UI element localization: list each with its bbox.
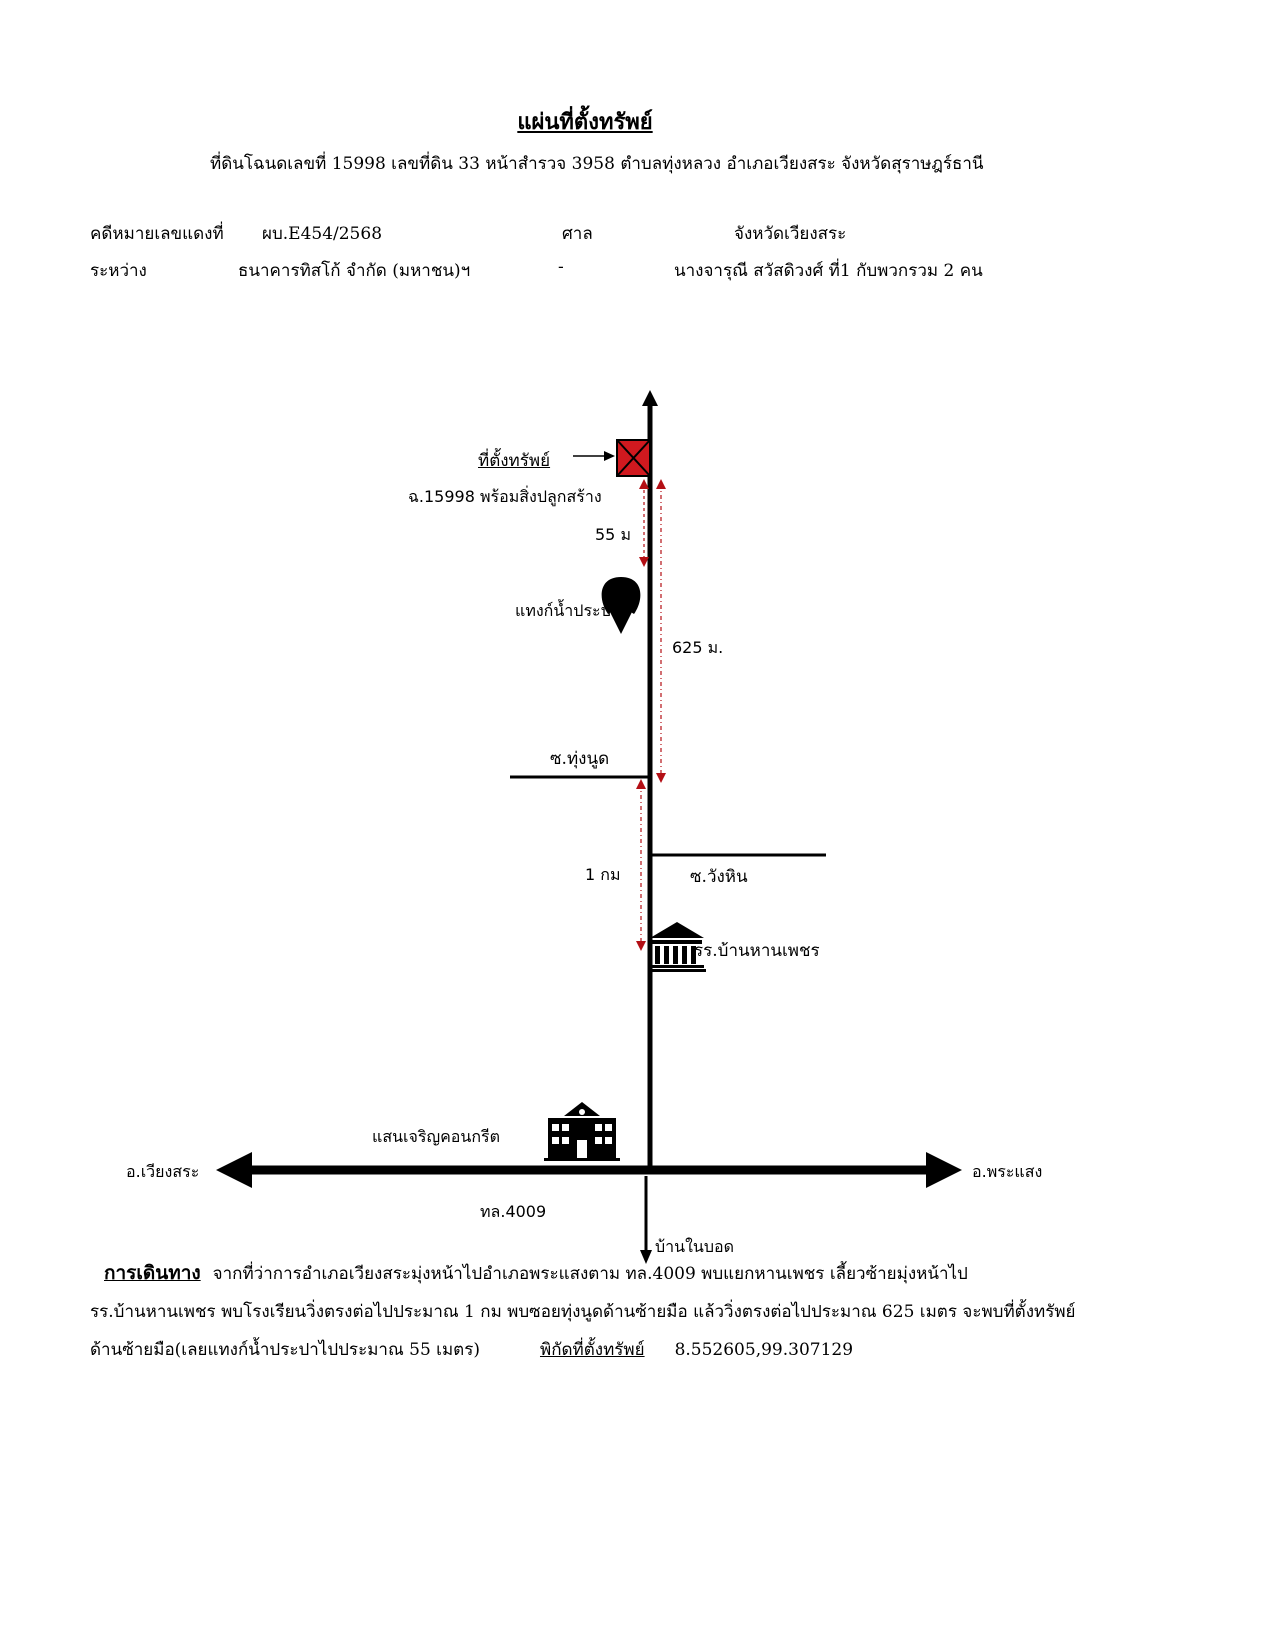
south-arrow-icon [640,1250,652,1264]
highway-label: ทล.4009 [480,1202,547,1221]
soi-thungnut-label: ซ.ทุ่งนูด [550,749,610,769]
page-subtitle: ที่ดินโฉนดเลขที่ 15998 เลขที่ดิน 33 หน้า… [210,154,984,174]
property-location-label: ที่ตั้งทรัพย์ [478,451,551,471]
court-label: ศาล [562,224,593,244]
case-number-label: คดีหมายเลขแดงที่ [90,224,224,244]
page-title: แผ่นที่ตั้งทรัพย์ [517,109,653,135]
south-destination-label: บ้านในบอด [655,1237,734,1256]
east-destination-label: อ.พระแสง [972,1162,1043,1181]
west-arrow-icon [216,1152,252,1188]
coordinate-value: 8.552605,99.307129 [674,1340,854,1360]
west-destination-label: อ.เวียงสระ [126,1162,200,1181]
east-arrow-icon [926,1152,962,1188]
directions-block: การเดินทาง จากที่ว่าการอำเภอเวียงสระมุ่งห… [90,1262,1200,1369]
distance-625m-label: 625 ม. [672,638,724,657]
soi-wanghin-label: ซ.วังหิน [690,867,748,887]
directions-text-3: ด้านซ้ายมือ(เลยแทงก์น้ำประปาไปประมาณ 55 … [90,1340,480,1360]
store-label: แสนเจริญคอนกรีต [372,1127,501,1146]
property-marker-icon [616,439,651,477]
water-tank-label: แทงก์น้ำประปา [515,601,620,620]
north-arrow-icon [642,390,658,406]
directions-line-2: รร.บ้านหานเพชร พบโรงเรียนวิ่งตรงต่อไปประ… [90,1302,1076,1322]
distance-1km-label: 1 กม [585,865,621,884]
directions-line-1: การเดินทาง จากที่ว่าการอำเภอเวียงสระมุ่งห… [90,1254,1200,1293]
directions-heading: การเดินทาง [104,1262,201,1284]
directions-line-3: ด้านซ้ายมือ(เลยแทงก์น้ำประปาไปประมาณ 55 … [90,1331,1200,1369]
directions-text-1: จากที่ว่าการอำเภอเวียงสระมุ่งหน้าไปอำเภอ… [212,1264,968,1284]
separator-dash: - [558,257,564,277]
defendant-name: นางจารุณี สวัสดิวงศ์ ที่1 กับพวกรวม 2 คน [674,261,983,281]
court-name: จังหวัดเวียงสระ [734,224,847,244]
school-label: รร.บ้านหานเพชร [694,941,820,961]
deed-label: ฉ.15998 พร้อมสิ่งปลูกสร้าง [408,487,602,506]
distance-55m-label: 55 ม [595,525,631,544]
map-pin-tip [604,600,638,634]
between-label: ระหว่าง [90,261,147,281]
coordinate-label: พิกัดที่ตั้งทรัพย์ [539,1340,645,1360]
pointer-arrowhead-icon [604,451,615,461]
plaintiff-name: ธนาคารทิสโก้ จำกัด (มหาชน)ฯ [238,261,471,281]
store-building-icon [544,1102,620,1161]
school-building-icon [648,922,706,972]
case-number: ผบ.E454/2568 [262,224,383,244]
